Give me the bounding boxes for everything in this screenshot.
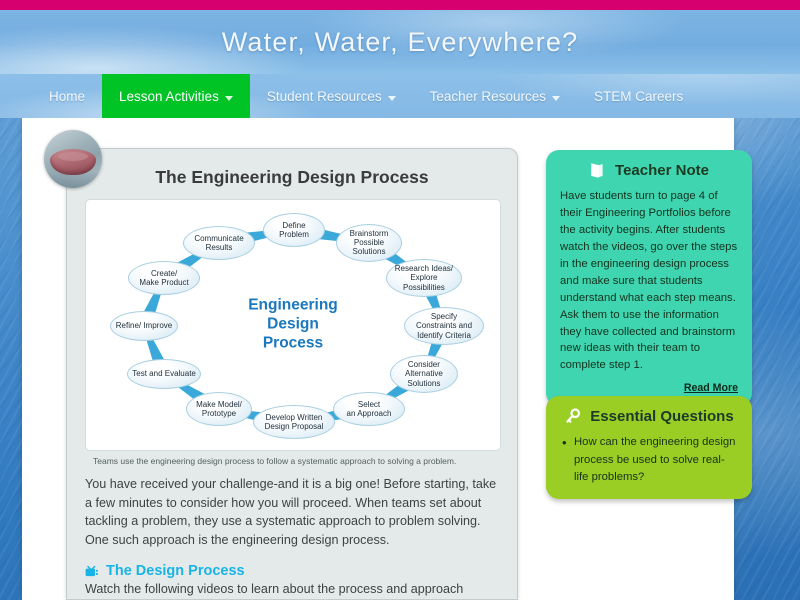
- section-heading-label: The Design Process: [106, 562, 245, 579]
- process-step-oval: Test and Evaluate: [127, 359, 202, 389]
- process-step-oval: Make Model/ Prototype: [186, 392, 252, 427]
- essential-questions-panel: Essential Questions How can the engineer…: [546, 396, 752, 499]
- process-step-oval: Refine/ Improve: [110, 311, 178, 341]
- site-header: Water, Water, Everywhere?: [0, 10, 800, 74]
- teacher-note-header: Teacher Note: [560, 162, 738, 179]
- nav-item-label: Teacher Resources: [429, 88, 546, 104]
- engineering-design-process-diagram: Engineering Design Process Define Proble…: [85, 199, 501, 451]
- nav-item-teacher-resources[interactable]: Teacher Resources: [413, 74, 577, 118]
- essential-questions-header: Essential Questions: [560, 408, 738, 425]
- chevron-down-icon: [551, 96, 560, 101]
- nav-item-label: Home: [49, 88, 86, 104]
- video-icon: [85, 565, 98, 577]
- nav-item-label: STEM Careers: [593, 88, 684, 104]
- process-step-oval: Research Ideas/ Explore Possibilities: [385, 259, 462, 297]
- nav-item-stem-careers[interactable]: STEM Careers: [577, 74, 700, 118]
- page-title: The Engineering Design Process: [155, 167, 429, 187]
- nav-item-home[interactable]: Home: [32, 74, 102, 118]
- intro-paragraph: You have received your challenge-and it …: [85, 477, 497, 547]
- process-step-oval: Communicate Results: [183, 225, 255, 260]
- read-more-link[interactable]: Read More: [683, 382, 738, 395]
- design-process-paragraph: Watch the following videos to learn abou…: [85, 581, 464, 596]
- diagram-center-label: Engineering Design Process: [248, 296, 338, 352]
- process-step-oval: Create/ Make Product: [128, 261, 201, 295]
- chevron-down-icon: [224, 96, 233, 101]
- book-icon: [591, 163, 603, 178]
- process-step-oval: Specify Constraints and Identify Criteri…: [404, 307, 484, 345]
- avatar: [44, 130, 102, 188]
- avatar-water-ripple: [44, 173, 102, 188]
- teacher-note-title: Teacher Note: [615, 162, 709, 179]
- process-step-oval: Consider Alternative Solutions: [389, 355, 458, 393]
- teacher-note-panel: Teacher Note Have students turn to page …: [546, 150, 752, 407]
- diagram-caption: Teams use the engineering design process…: [93, 456, 457, 466]
- process-step-oval: Select an Approach: [333, 392, 405, 427]
- site-title: Water, Water, Everywhere?: [221, 26, 579, 57]
- nav-item-lesson-activities[interactable]: Lesson Activities: [102, 74, 250, 118]
- teacher-note-body: Have students turn to page 4 of their En…: [560, 190, 738, 372]
- essential-questions-list: How can the engineering design process b…: [560, 433, 738, 487]
- key-icon: [566, 408, 581, 423]
- design-process-section-heading: The Design Process: [85, 563, 499, 579]
- process-step-oval: Define Problem: [263, 213, 325, 247]
- avatar-hands-shape: [50, 149, 96, 175]
- main-navigation[interactable]: Home Lesson Activities Student Resources Te…: [0, 74, 800, 118]
- essential-questions-title: Essential Questions: [590, 408, 734, 425]
- nav-item-label: Student Resources: [266, 88, 382, 104]
- nav-item-student-resources[interactable]: Student Resources: [250, 74, 413, 118]
- list-item: How can the engineering design process b…: [560, 433, 738, 487]
- process-step-oval: Develop Written Design Proposal: [253, 405, 335, 439]
- chevron-down-icon: [387, 96, 396, 101]
- top-accent-bar: [0, 0, 800, 10]
- process-step-oval: Brainstorm Possible Solutions: [336, 223, 402, 262]
- lesson-content-card: The Engineering Design Process Engineeri…: [66, 148, 518, 600]
- nav-item-label: Lesson Activities: [119, 88, 219, 104]
